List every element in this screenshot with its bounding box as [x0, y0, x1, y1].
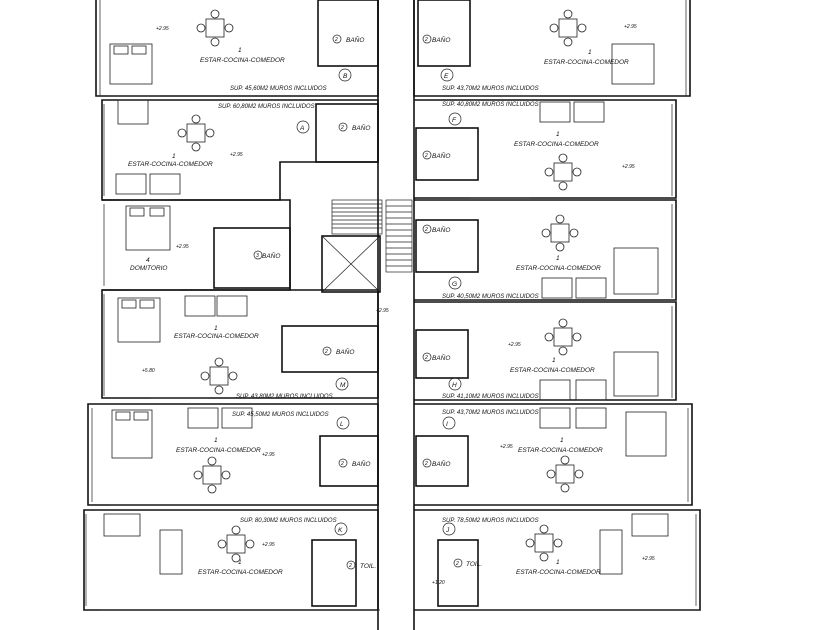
room-label-e: ESTAR-COCINA-COMEDOR [544, 59, 629, 66]
area-label-a: SUP. 60,80M2 MUROS INCLUIDOS [218, 104, 315, 110]
area-label-f: SUP. 40,80M2 MUROS INCLUIDOS [442, 102, 539, 108]
level-i: +2.95 [500, 444, 513, 450]
area-label-g: SUP. 40,50M2 MUROS INCLUIDOS [442, 294, 539, 300]
svg-text:2: 2 [340, 461, 344, 467]
room-label-a: ESTAR-COCINA-COMEDOR [128, 161, 213, 168]
room-num-h: 1 [552, 357, 556, 364]
room-label-m: ESTAR-COCINA-COMEDOR [174, 333, 259, 340]
level-f: +2.95 [622, 164, 635, 170]
room-label-g: ESTAR-COCINA-COMEDOR [516, 265, 601, 272]
unit-tag-m: M [340, 382, 346, 389]
level2-j: +1.20 [432, 580, 445, 586]
room-label-b: ESTAR-COCINA-COMEDOR [200, 57, 285, 64]
bath-number-texts: 2 2 2 2 3 2 2 2 2 2 2 2 [256, 37, 459, 569]
bedroom-num-a: 4 [146, 257, 150, 264]
room-label-f: ESTAR-COCINA-COMEDOR [514, 141, 599, 148]
area-label-j: SUP. 78,50M2 MUROS INCLUIDOS [442, 518, 539, 524]
bathroom-blocks [213, 0, 479, 607]
level-a: +2.95 [230, 152, 243, 158]
svg-text:2: 2 [424, 153, 428, 159]
svg-text:2: 2 [334, 37, 338, 43]
hall-level: +2.95 [376, 308, 389, 314]
unit-tag-b: B [343, 73, 348, 80]
room-num-b: 1 [238, 47, 242, 54]
room-num-a: 1 [172, 153, 176, 160]
area-label-i: SUP. 43,70M2 MUROS INCLUIDOS [442, 410, 539, 416]
area-label-e: SUP. 43,70M2 MUROS INCLUIDOS [442, 86, 539, 92]
beds-and-sofas [103, 43, 669, 575]
unit-tag-h: H [452, 382, 457, 389]
level-h: +2.95 [508, 342, 521, 348]
svg-text:2: 2 [348, 563, 352, 569]
dining-tables [177, 9, 587, 563]
room-num-j: 1 [556, 559, 560, 566]
room-label-k: ESTAR-COCINA-COMEDOR [198, 569, 283, 576]
level-j: +2.95 [642, 556, 655, 562]
bath-label-b: BAÑO [346, 35, 364, 44]
svg-text:2: 2 [424, 227, 428, 233]
bath-label-m: BAÑO [336, 347, 354, 356]
room-num-i: 1 [560, 437, 564, 444]
unit-tag-markers [296, 68, 462, 536]
room-label-h: ESTAR-COCINA-COMEDOR [510, 367, 595, 374]
svg-text:2: 2 [324, 349, 328, 355]
room-num-l: 1 [214, 437, 218, 444]
room-label-l: ESTAR-COCINA-COMEDOR [176, 447, 261, 454]
facade-windows [85, 0, 700, 611]
room-label-j: ESTAR-COCINA-COMEDOR [516, 569, 601, 576]
svg-text:2: 2 [424, 461, 428, 467]
room-num-k: 1 [238, 559, 242, 566]
bath-number-markers [253, 34, 463, 570]
bath-label-f: BAÑO [432, 151, 450, 160]
area-label-m: SUP. 43,80M2 MUROS INCLUIDOS [236, 394, 333, 400]
area-label-k: SUP. 80,30M2 MUROS INCLUIDOS [240, 518, 337, 524]
area-label-l: SUP. 45,50M2 MUROS INCLUIDOS [232, 412, 329, 418]
unit-tag-l: L [340, 421, 344, 428]
bath-label-a: BAÑO [352, 123, 370, 132]
bath-label-i: BAÑO [432, 459, 450, 468]
svg-text:2: 2 [340, 125, 344, 131]
unit-tag-j: J [445, 527, 450, 534]
bath-label-e: BAÑO [432, 35, 450, 44]
bath-label-l: BAÑO [352, 459, 370, 468]
unit-tag-k: K [338, 527, 343, 534]
building-walls [83, 0, 701, 630]
bath-label-h: BAÑO [432, 353, 450, 362]
unit-tag-e: E [444, 73, 449, 80]
bedroom-level-a: +2.95 [176, 244, 189, 250]
plan-labels: SUP. 45,60M2 MUROS INCLUIDOS ESTAR-COCIN… [128, 24, 655, 586]
room-num-f: 1 [556, 131, 560, 138]
unit-tag-g: G [452, 281, 457, 288]
room-num-m: 1 [214, 325, 218, 332]
area-label-b: SUP. 45,60M2 MUROS INCLUIDOS [230, 86, 327, 92]
room-num-e: 1 [588, 49, 592, 56]
svg-text:2: 2 [424, 37, 428, 43]
bath-label-k: TOIL. [360, 563, 376, 570]
bath2-label-a: BAÑO [262, 251, 280, 260]
svg-text:2: 2 [455, 561, 459, 567]
bedroom-label-a: DOMITORIO [130, 265, 167, 272]
level-b: +2.95 [156, 26, 169, 32]
room-num-g: 1 [556, 255, 560, 262]
bath-label-g: BAÑO [432, 225, 450, 234]
area-label-h: SUP. 41,10M2 MUROS INCLUIDOS [442, 394, 539, 400]
svg-text:3: 3 [256, 253, 259, 259]
room-label-i: ESTAR-COCINA-COMEDOR [518, 447, 603, 454]
unit-tag-f: F [452, 117, 457, 124]
unit-tag-a: A [299, 125, 304, 132]
level-m: +5.80 [142, 368, 155, 374]
level-l: +2.95 [262, 452, 275, 458]
svg-text:2: 2 [424, 355, 428, 361]
level-k: +2.95 [262, 542, 275, 548]
unit-tag-i: I [446, 421, 448, 428]
level-e: +2.95 [624, 24, 637, 30]
bath-label-j: TOIL. [466, 561, 482, 568]
